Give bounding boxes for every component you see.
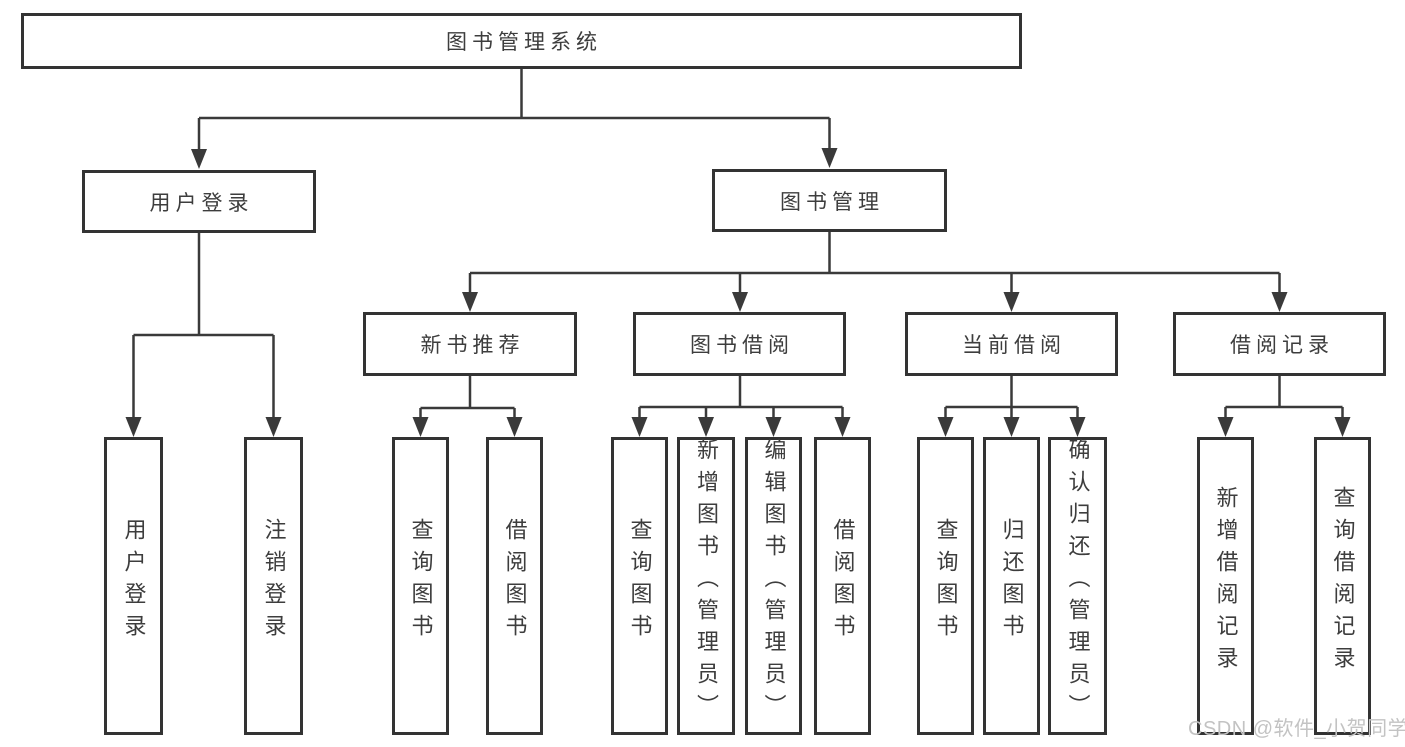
leaf-logout: 注销登录 (244, 437, 303, 735)
node-label: 确认归还（管理员） (1065, 438, 1091, 726)
watermark: CSDN @软件_小贺同学 (1188, 718, 1405, 740)
arrow-down-icon (125, 417, 142, 437)
arrow-down-icon (821, 148, 838, 168)
node-label: 新书推荐 (420, 334, 525, 357)
leaf-query-borrow-record: 查询借阅记录 (1314, 437, 1371, 735)
arrow-down-icon (1334, 417, 1351, 437)
arrow-down-icon (698, 417, 714, 437)
node-label: 归还图书 (999, 518, 1025, 646)
node-current-borrowing: 当前借阅 (905, 312, 1118, 376)
connector-user-login-branch (132, 233, 275, 420)
node-borrowing-records: 借阅记录 (1173, 312, 1386, 376)
leaf-edit-books-admin: 编辑图书（管理员） (745, 437, 802, 735)
arrow-down-icon (506, 417, 523, 437)
node-label: 注销登录 (261, 518, 287, 646)
connector-new-book-branch (419, 376, 516, 420)
arrow-down-icon (1003, 417, 1020, 437)
node-label: 新增图书（管理员） (694, 438, 719, 726)
connector-borrow-records-branch (1224, 376, 1344, 420)
node-book-borrowing: 图书借阅 (633, 312, 846, 376)
node-label: 新增借阅记录 (1213, 486, 1239, 678)
arrow-down-icon (265, 417, 282, 437)
arrow-down-icon (937, 417, 954, 437)
leaf-confirm-return-admin: 确认归还（管理员） (1048, 437, 1107, 735)
node-label: 查询借阅记录 (1330, 486, 1356, 678)
leaf-add-books-admin: 新增图书（管理员） (677, 437, 735, 735)
arrow-down-icon (462, 292, 478, 312)
leaf-add-borrow-record: 新增借阅记录 (1197, 437, 1254, 735)
arrow-down-icon (1069, 417, 1086, 437)
node-label: 借阅图书 (830, 518, 856, 646)
node-label: 图书借阅 (690, 334, 794, 357)
node-label: 查询图书 (627, 518, 653, 646)
arrow-down-icon (1003, 292, 1020, 312)
arrowheads (125, 148, 1351, 437)
node-label: 查询图书 (408, 518, 434, 646)
arrow-down-icon (631, 417, 648, 437)
arrow-down-icon (1217, 417, 1234, 437)
leaf-borrow-books-2: 借阅图书 (814, 437, 871, 735)
connector-root-to-level2 (197, 69, 831, 152)
node-library-management-system: 图书管理系统 (21, 13, 1022, 69)
connector-book-borrow-branch (638, 376, 844, 420)
node-label: 借阅图书 (502, 518, 528, 646)
node-label: 借阅记录 (1230, 334, 1334, 357)
leaf-query-books-2: 查询图书 (611, 437, 668, 735)
arrow-down-icon (191, 149, 207, 169)
arrow-down-icon (732, 292, 748, 312)
node-label: 编辑图书（管理员） (761, 438, 787, 726)
leaf-query-books-1: 查询图书 (392, 437, 449, 735)
node-label: 用户登录 (121, 518, 147, 646)
node-label: 图书管理系统 (446, 31, 602, 54)
leaf-borrow-books-1: 借阅图书 (486, 437, 543, 735)
node-book-management: 图书管理 (712, 169, 947, 232)
node-label: 查询图书 (933, 518, 959, 646)
leaf-return-books: 归还图书 (983, 437, 1040, 735)
arrow-down-icon (834, 417, 851, 437)
arrow-down-icon (412, 417, 429, 437)
node-new-book-recommend: 新书推荐 (363, 312, 577, 376)
node-label: 图书管理 (780, 190, 884, 214)
leaf-query-books-3: 查询图书 (917, 437, 974, 735)
leaf-user-login: 用户登录 (104, 437, 163, 735)
connector-book-mgmt-branch (468, 232, 1281, 295)
arrow-down-icon (765, 417, 782, 437)
node-label: 用户登录 (149, 191, 254, 215)
arrow-down-icon (1271, 292, 1288, 312)
connector-current-borrow-branch (944, 376, 1079, 420)
node-user-login: 用户登录 (82, 170, 316, 233)
node-label: 当前借阅 (962, 334, 1066, 357)
